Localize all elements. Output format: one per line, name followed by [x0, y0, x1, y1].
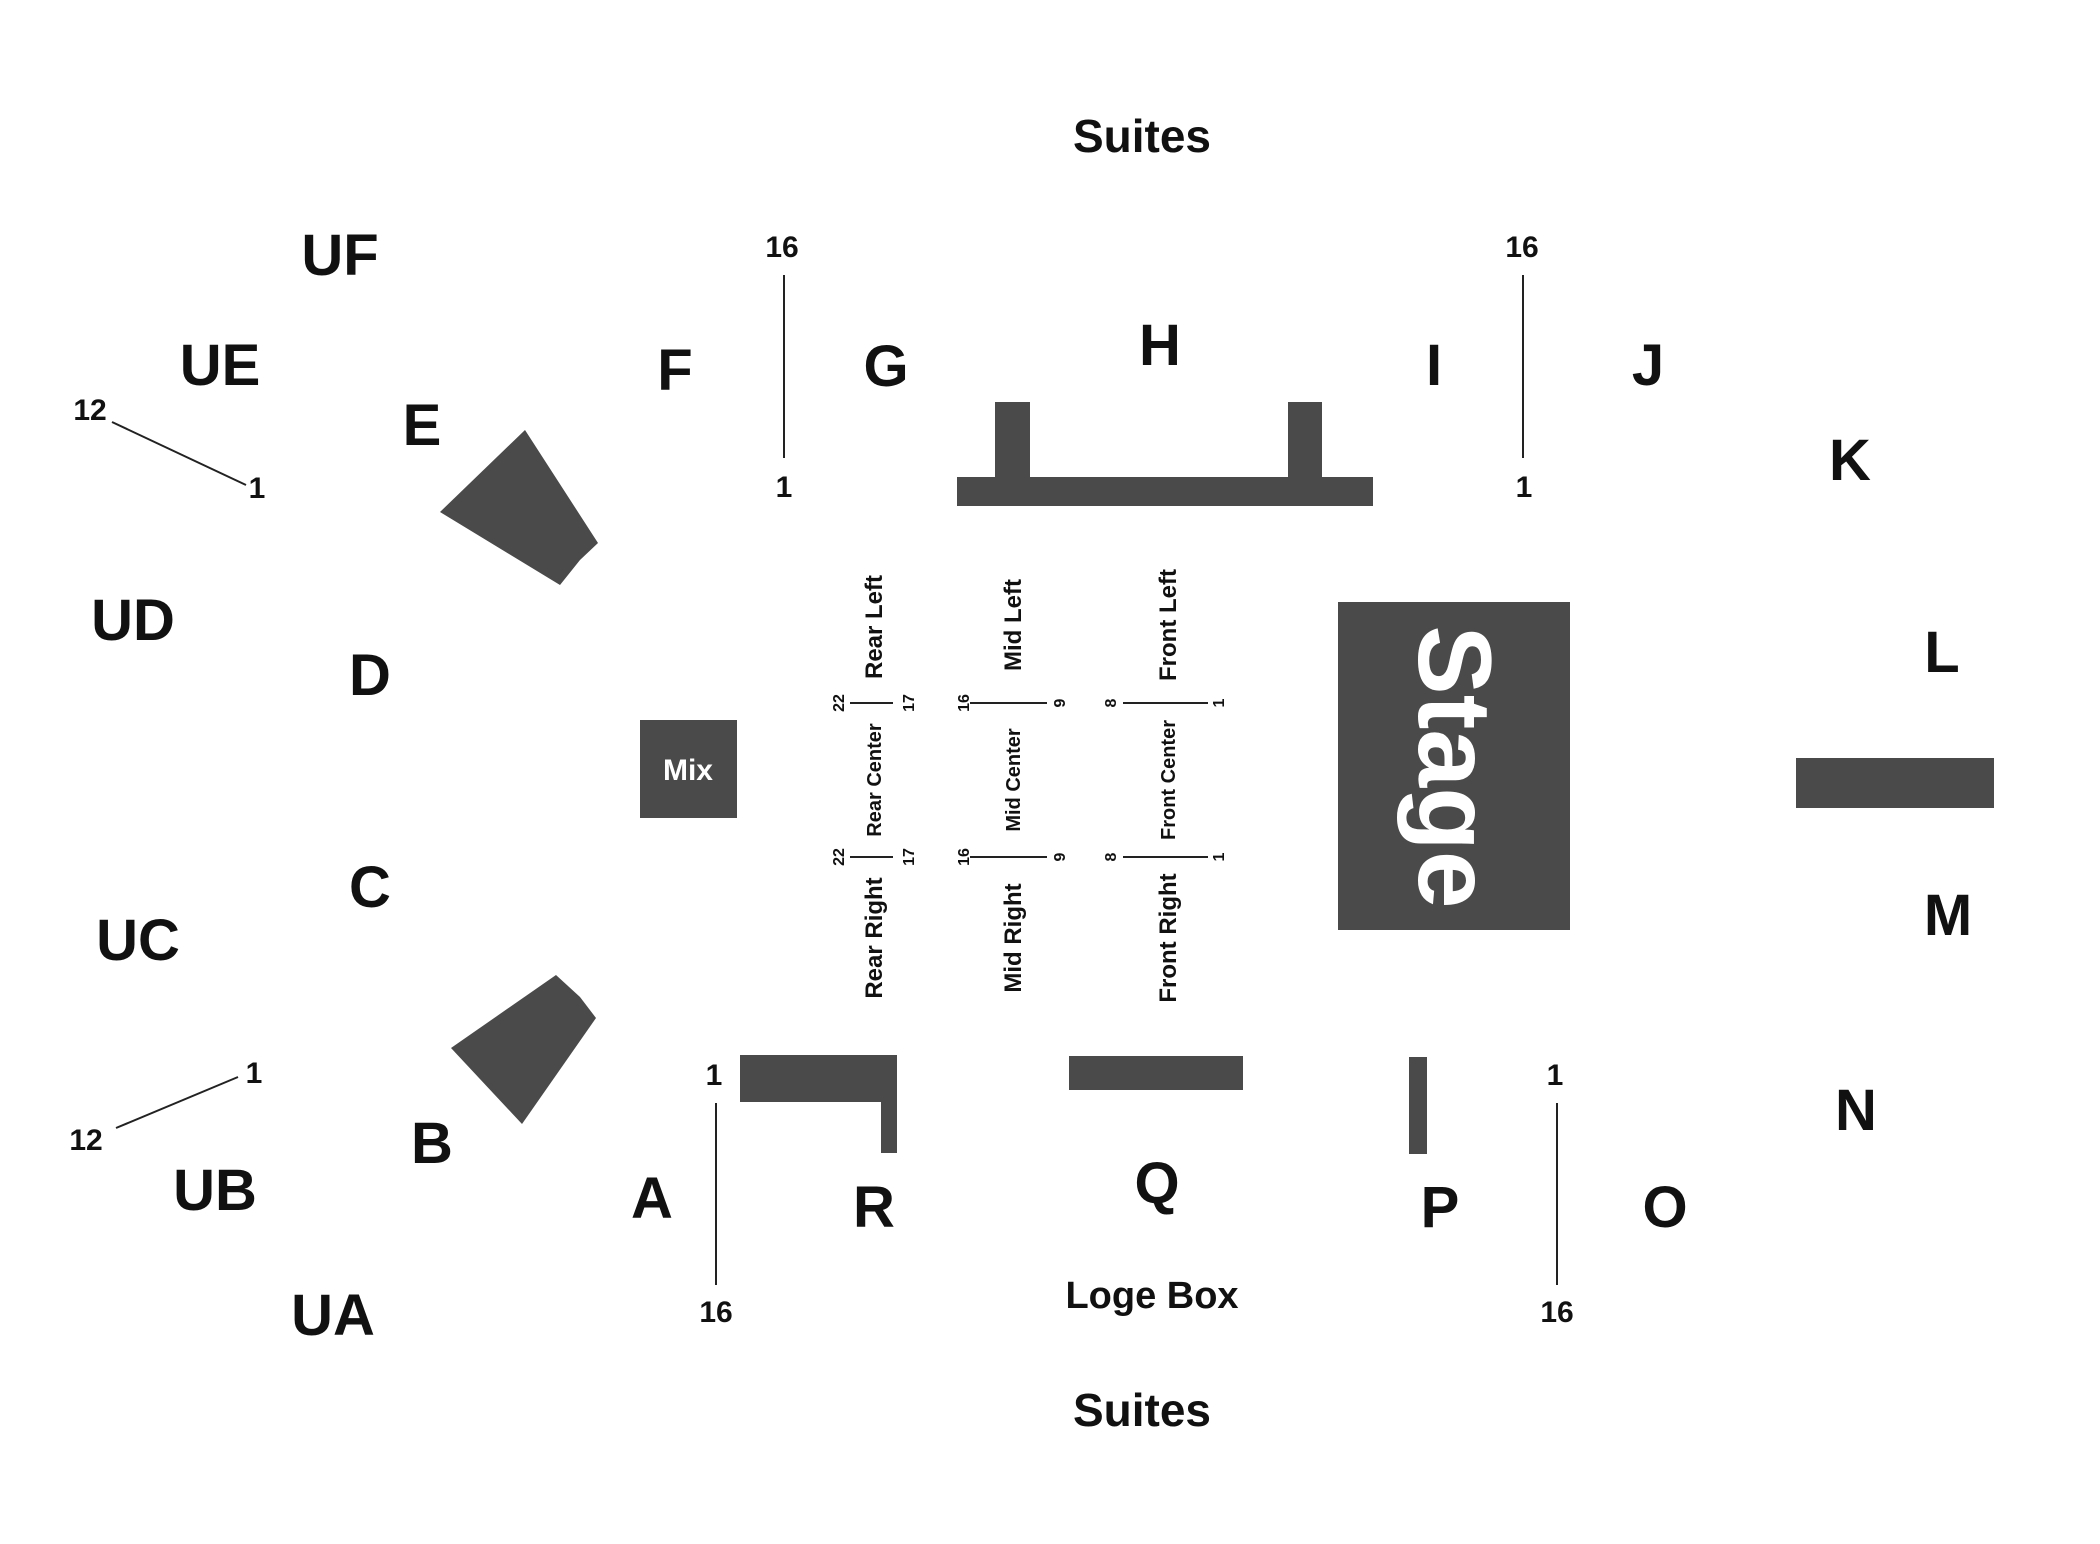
section-ud[interactable]: UD [91, 588, 175, 653]
section-n[interactable]: N [1835, 1078, 1877, 1143]
row-number-ue-12: 12 [73, 394, 106, 427]
section-g[interactable]: G [863, 334, 908, 399]
section-q[interactable]: Q [1134, 1151, 1179, 1216]
floor-row-number: 9 [1052, 852, 1069, 861]
section-i[interactable]: I [1426, 333, 1442, 398]
row-number-ij-16: 16 [1505, 231, 1538, 264]
floor-row-number: 8 [1103, 852, 1120, 861]
floor-row-number: 22 [831, 848, 848, 866]
suites-bottom-label: Suites [1073, 1384, 1211, 1436]
section-h[interactable]: H [1139, 313, 1181, 378]
floor-row-number: 16 [956, 848, 973, 866]
section-k[interactable]: K [1829, 428, 1871, 493]
section-uf[interactable]: UF [301, 223, 378, 288]
loge-box-label: Loge Box [1065, 1275, 1238, 1317]
section-r[interactable]: R [853, 1175, 895, 1240]
floor-row-number: 9 [1052, 698, 1069, 707]
floor-rear-right[interactable]: Rear Right [861, 877, 888, 998]
row-number-ar-1: 1 [706, 1059, 723, 1092]
floor-mid-left[interactable]: Mid Left [1000, 579, 1027, 671]
row-number-ub-1: 1 [246, 1057, 263, 1090]
block-b-wedge [451, 975, 596, 1124]
block-m-bar [1796, 758, 1994, 808]
block-q-bar [1069, 1056, 1243, 1090]
section-ub[interactable]: UB [173, 1158, 257, 1223]
block-h-bar [957, 402, 1373, 506]
row-number-ar-16: 16 [699, 1296, 732, 1329]
floor-mid-center[interactable]: Mid Center [1003, 728, 1025, 832]
floor-row-number: 17 [901, 694, 918, 712]
floor-row-number: 8 [1103, 698, 1120, 707]
row-number-ub-12: 12 [69, 1124, 102, 1157]
block-p-bar [1409, 1057, 1427, 1154]
floor-front-right[interactable]: Front Right [1155, 873, 1182, 1002]
section-ue[interactable]: UE [180, 333, 261, 398]
floor-row-number: 17 [901, 848, 918, 866]
mix-label: Mix [663, 754, 713, 787]
mix-booth[interactable] [640, 720, 737, 818]
section-m[interactable]: M [1924, 883, 1972, 948]
row-number-po-1: 1 [1547, 1059, 1564, 1092]
section-d[interactable]: D [349, 643, 391, 708]
section-e[interactable]: E [403, 393, 442, 458]
row-number-ue-1: 1 [249, 472, 266, 505]
row-number-po-16: 16 [1540, 1296, 1573, 1329]
section-p[interactable]: P [1421, 1175, 1460, 1240]
section-f[interactable]: F [657, 338, 692, 403]
floor-mid-right[interactable]: Mid Right [1000, 883, 1027, 992]
stage[interactable] [1338, 602, 1570, 930]
section-o[interactable]: O [1642, 1175, 1687, 1240]
section-b[interactable]: B [411, 1111, 453, 1176]
suites-top-label: Suites [1073, 110, 1211, 162]
floor-front-left[interactable]: Front Left [1155, 569, 1182, 681]
section-uc[interactable]: UC [96, 908, 180, 973]
section-l[interactable]: L [1924, 620, 1959, 685]
row-line-ue [111, 421, 247, 486]
section-c[interactable]: C [349, 855, 391, 920]
floor-row-number: 1 [1211, 698, 1228, 707]
row-number-fg-16: 16 [765, 231, 798, 264]
stage-label: Stage [1396, 625, 1512, 908]
section-ua[interactable]: UA [291, 1283, 375, 1348]
row-number-ij-1: 1 [1516, 471, 1533, 504]
block-e-wedge [440, 430, 598, 585]
section-a[interactable]: A [631, 1166, 673, 1231]
floor-rear-center[interactable]: Rear Center [864, 723, 886, 837]
floor-rear-left[interactable]: Rear Left [861, 575, 888, 679]
row-number-fg-1: 1 [776, 471, 793, 504]
floor-row-number: 16 [956, 694, 973, 712]
floor-front-center[interactable]: Front Center [1158, 720, 1180, 840]
block-r-angle [740, 1055, 897, 1153]
floor-row-number: 1 [1211, 852, 1228, 861]
row-line-ub [115, 1076, 239, 1129]
floor-row-number: 22 [831, 694, 848, 712]
section-j[interactable]: J [1632, 333, 1664, 398]
